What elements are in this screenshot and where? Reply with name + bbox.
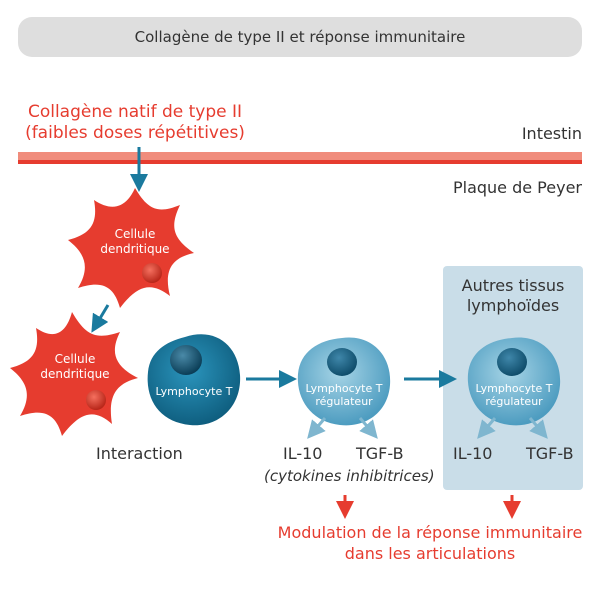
intestine-membrane-bottom	[18, 160, 582, 164]
arrow-dendritic-migration	[91, 304, 110, 333]
treg-cell-1	[297, 337, 391, 426]
dendritic-cell-1-label: Cellule dendritique	[100, 227, 170, 256]
il10-label-1: IL-10	[283, 444, 323, 463]
intestine-membrane-top	[18, 152, 582, 160]
input-label-line2: (faibles doses répétitives)	[25, 123, 245, 143]
outcome-label: Modulation de la réponse immunitaire dan…	[265, 522, 595, 564]
tgfb-label-1: TGF-B	[356, 444, 404, 463]
other-tissues-label: Autres tissus lymphoïdes	[461, 276, 565, 315]
inhibitory-label: (cytokines inhibitrices)	[264, 467, 435, 485]
intestine-label: Intestin	[521, 124, 582, 143]
outcome-line1: Modulation de la réponse immunitaire	[277, 523, 583, 542]
dendritic-cell-1-nucleus	[142, 263, 162, 283]
t-lymphocyte-label: Lymphocyte T	[155, 385, 233, 398]
outcome-line2: dans les articulations	[344, 544, 516, 563]
input-label: Collagène natif de type II (faibles dose…	[18, 102, 252, 144]
treg-cell-1-label: Lymphocyte T régulateur	[305, 382, 383, 408]
arrow-il10-2	[477, 417, 497, 439]
t-lymphocyte-nucleus	[170, 345, 202, 375]
peyer-label: Plaque de Peyer	[452, 178, 582, 197]
il10-label-2: IL-10	[453, 444, 493, 463]
treg-cell-1-nucleus	[327, 348, 357, 376]
dendritic-cell-2-nucleus	[86, 390, 106, 410]
arrow-tgfb-2	[528, 417, 548, 439]
arrow-il10-1	[307, 417, 327, 439]
input-label-line1: Collagène natif de type II	[27, 102, 243, 122]
dendritic-cell-1	[68, 188, 194, 308]
page-title: Collagène de type II et réponse immunita…	[134, 28, 466, 46]
interaction-label: Interaction	[96, 444, 183, 463]
title-bar: Collagène de type II et réponse immunita…	[18, 17, 582, 57]
treg-cell-2-nucleus	[497, 348, 527, 376]
arrow-tgfb-1	[358, 417, 378, 439]
dendritic-cell-2	[10, 312, 138, 436]
treg-cell-2-label: Lymphocyte T régulateur	[475, 382, 553, 408]
tgfb-label-2: TGF-B	[526, 444, 574, 463]
treg-cell-2	[467, 337, 561, 426]
dendritic-cell-2-label: Cellule dendritique	[40, 352, 110, 381]
